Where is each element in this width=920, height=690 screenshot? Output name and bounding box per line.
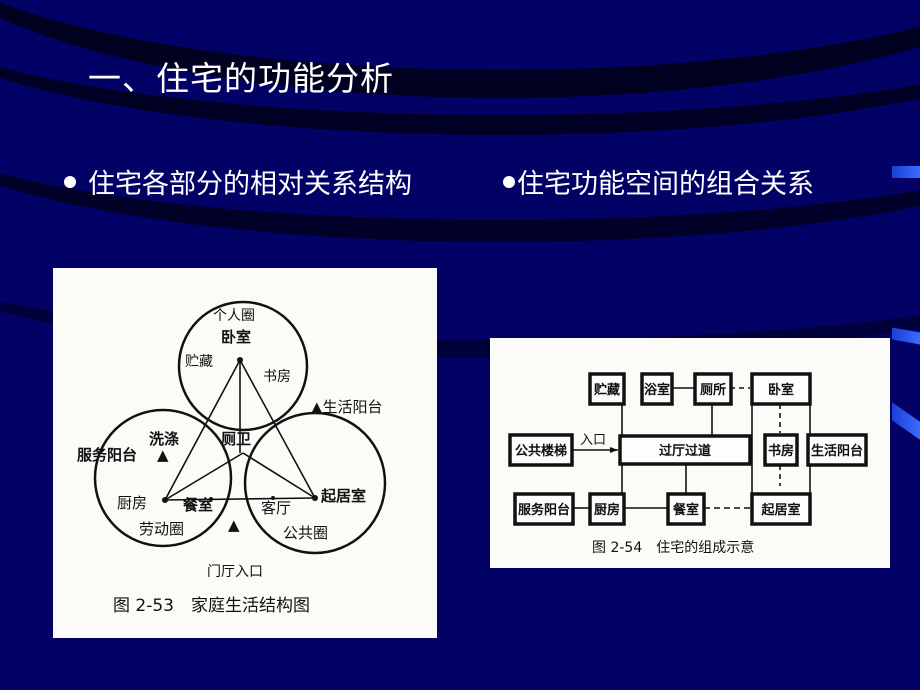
dwelling-composition-figure: 贮藏 浴室 厕所 卧室 公共楼梯 过厅过道 书房 生活阳台 服务阳台 厨房 餐室… — [490, 338, 890, 568]
label-study: 书房 — [263, 369, 291, 385]
bullet-text: 住宅各部分的相对关系结构 — [88, 169, 412, 200]
box-bedroom: 卧室 — [768, 382, 794, 398]
decor-accent — [892, 402, 920, 440]
box-storage: 贮藏 — [593, 382, 620, 398]
label-public-circle: 公共圈 — [283, 524, 328, 542]
label-labor-circle: 劳动圈 — [139, 520, 184, 538]
box-service-balcony: 服务阳台 — [518, 502, 570, 518]
label-bedroom: 卧室 — [221, 328, 251, 346]
bullet-item: 住宅各部分的相对关系结构 — [64, 162, 412, 201]
bullet-text: 住宅功能空间的组合关系 — [517, 169, 814, 200]
entry-label: 入口 — [580, 433, 606, 448]
box-living-balcony: 生活阳台 — [811, 443, 863, 459]
box-hall: 过厅过道 — [659, 443, 711, 459]
label-service-balcony: 服务阳台 — [77, 446, 137, 464]
label-entrance: 门厅入口 — [207, 564, 263, 580]
decor-accent — [892, 327, 920, 345]
label-parlor: 客厅 — [261, 499, 291, 517]
box-stairs: 公共楼梯 — [515, 443, 567, 459]
circle-public — [243, 411, 387, 555]
circle-personal — [177, 300, 309, 432]
bullet-item: 住宅功能空间的组合关系 — [503, 162, 814, 201]
label-storage: 贮藏 — [185, 354, 213, 370]
label-dining: 餐室 — [183, 496, 213, 514]
label-living-room: 起居室 — [320, 487, 366, 505]
service-balcony-triangle-icon: ▲ — [157, 446, 169, 464]
label-laundry: 洗涤 — [149, 430, 179, 448]
label-living-balcony: ▲生活阳台 — [311, 398, 383, 416]
entrance-triangle-icon: ▲ — [228, 516, 240, 534]
bullet-dot-icon — [64, 175, 76, 188]
circle-labor — [93, 408, 233, 548]
box-toilet: 厕所 — [700, 382, 726, 398]
figure-caption: 图 2-53 家庭生活结构图 — [113, 596, 310, 616]
box-study: 书房 — [768, 443, 794, 459]
label-personal-circle: 个人圈 — [213, 308, 255, 324]
label-kitchen: 厨房 — [117, 494, 147, 512]
slide-title: 一、住宅的功能分析 — [88, 59, 394, 98]
family-life-structure-figure: 个人圈 卧室 贮藏 书房 ▲生活阳台 洗涤 厕卫 服务阳台 ▲ 起居室 厨房 餐… — [53, 268, 437, 638]
box-kitchen: 厨房 — [594, 502, 620, 518]
box-diagram: 贮藏 浴室 厕所 卧室 公共楼梯 过厅过道 书房 生活阳台 服务阳台 厨房 餐室… — [508, 372, 868, 556]
box-dining: 餐室 — [672, 502, 699, 518]
figure-caption: 图 2-54 住宅的组成示意 — [592, 539, 754, 556]
box-bathroom: 浴室 — [644, 382, 670, 398]
circle-diagram: 个人圈 卧室 贮藏 书房 ▲生活阳台 洗涤 厕卫 服务阳台 ▲ 起居室 厨房 餐… — [77, 300, 387, 616]
box-living-room: 起居室 — [760, 502, 800, 518]
bullet-dot-icon — [503, 175, 515, 188]
label-toilet: 厕卫 — [221, 430, 251, 448]
decor-accent — [892, 166, 920, 178]
